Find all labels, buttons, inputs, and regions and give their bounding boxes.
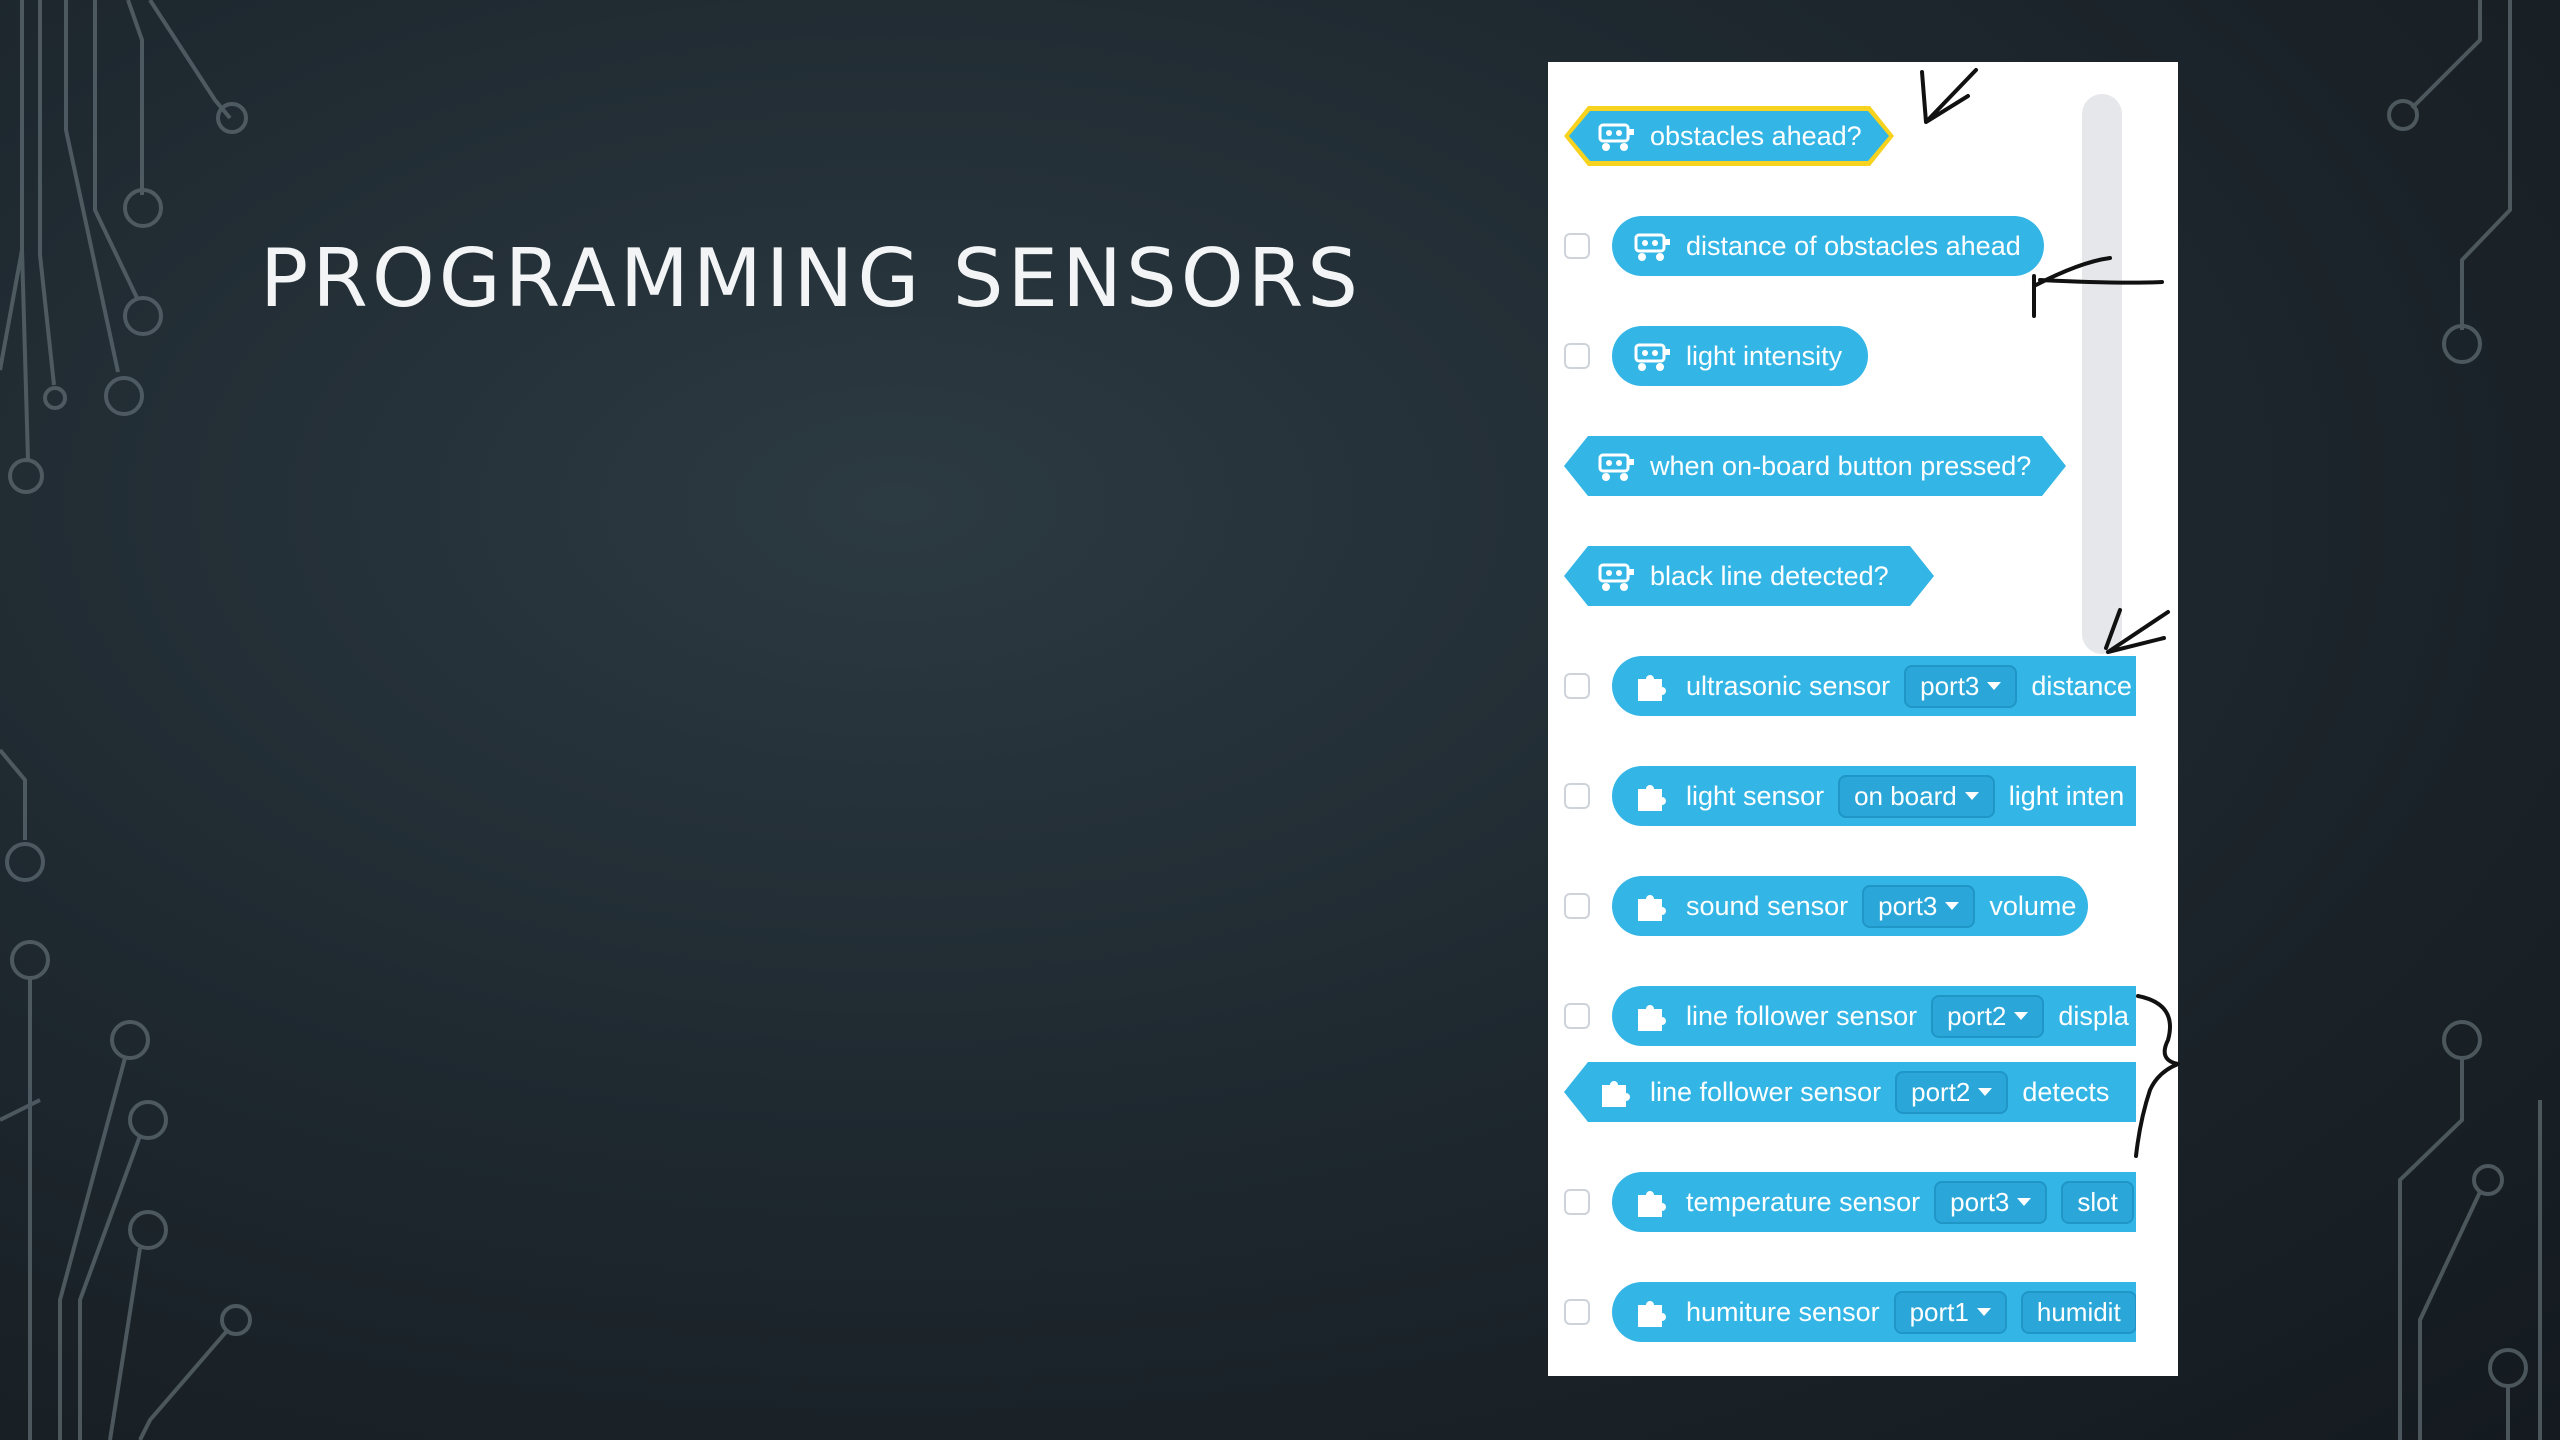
extension-icon xyxy=(1596,1075,1636,1109)
palette-scrollbar[interactable] xyxy=(2082,94,2122,654)
port-dropdown[interactable]: on board xyxy=(1838,774,1995,818)
extension-icon xyxy=(1638,1005,1666,1031)
block-checkbox[interactable] xyxy=(1564,1189,1590,1215)
block-row: when on-board button pressed? xyxy=(1548,432,2136,502)
block-checkbox[interactable] xyxy=(1564,893,1590,919)
chevron-down-icon xyxy=(1945,902,1960,910)
block-label: line follower sensor xyxy=(1686,1000,1918,1031)
robot-icon xyxy=(1634,343,1670,371)
chevron-down-icon xyxy=(1964,792,1979,800)
block-ultrasonic-sensor[interactable]: ultrasonic sensor port3 distance xyxy=(1612,656,2136,716)
measure-dropdown[interactable]: humidit xyxy=(2020,1290,2136,1334)
block-row: sound sensor port3 volume xyxy=(1548,872,2136,942)
chevron-down-icon xyxy=(1976,1308,1991,1316)
chevron-down-icon xyxy=(1987,682,2002,690)
block-label: sound sensor xyxy=(1686,890,1849,921)
block-suffix: light inten xyxy=(2008,780,2125,811)
block-distance-of-obstacles[interactable]: distance of obstacles ahead xyxy=(1612,216,2044,276)
slot-dropdown[interactable]: slot xyxy=(2061,1180,2134,1224)
extension-icon xyxy=(1638,1301,1666,1327)
block-label: ultrasonic sensor xyxy=(1686,670,1891,701)
block-obstacles-ahead[interactable]: obstacles ahead? xyxy=(1564,106,1894,166)
block-label: black line detected? xyxy=(1650,560,1889,591)
robot-icon xyxy=(1596,449,1636,483)
block-row: humiture sensor port1 humidit xyxy=(1548,1278,2136,1348)
block-temperature-sensor[interactable]: temperature sensor port3 slot xyxy=(1612,1172,2136,1232)
chevron-down-icon xyxy=(2014,1012,2029,1020)
block-checkbox[interactable] xyxy=(1564,783,1590,809)
block-palette: obstacles ahead? distance of obstacles a… xyxy=(1548,62,2178,1376)
block-suffix: volume xyxy=(1989,890,2077,921)
block-checkbox[interactable] xyxy=(1564,343,1590,369)
block-row: light intensity xyxy=(1548,322,2136,392)
block-row: line follower sensor port2 detects xyxy=(1548,1058,2136,1128)
block-label: line follower sensor xyxy=(1650,1076,1882,1107)
block-list: obstacles ahead? distance of obstacles a… xyxy=(1548,62,2136,1376)
slide-title: PROGRAMMING SENSORS xyxy=(260,232,1363,325)
chevron-down-icon xyxy=(2017,1198,2032,1206)
block-label: distance of obstacles ahead xyxy=(1686,230,2021,261)
block-light-sensor[interactable]: light sensor on board light inten xyxy=(1612,766,2136,826)
block-label: when on-board button pressed? xyxy=(1650,450,2032,481)
block-row: obstacles ahead? xyxy=(1548,102,2136,172)
block-sound-sensor[interactable]: sound sensor port3 volume xyxy=(1612,876,2088,936)
port-dropdown[interactable]: port3 xyxy=(1904,664,2018,708)
block-checkbox[interactable] xyxy=(1564,1299,1590,1325)
block-row: ultrasonic sensor port3 distance xyxy=(1548,652,2136,722)
block-checkbox[interactable] xyxy=(1564,673,1590,699)
block-label: light intensity xyxy=(1686,340,1843,371)
block-light-intensity[interactable]: light intensity xyxy=(1612,326,1868,386)
block-checkbox[interactable] xyxy=(1564,1003,1590,1029)
port-dropdown[interactable]: port2 xyxy=(1895,1071,2008,1114)
robot-icon xyxy=(1596,559,1636,593)
block-label: obstacles ahead? xyxy=(1650,120,1862,151)
port-dropdown[interactable]: port2 xyxy=(1931,994,2045,1038)
block-checkbox[interactable] xyxy=(1564,233,1590,259)
block-row: line follower sensor port2 displa xyxy=(1548,982,2136,1052)
block-on-board-button-pressed[interactable]: when on-board button pressed? xyxy=(1564,436,2066,496)
block-label: light sensor xyxy=(1686,780,1825,811)
port-dropdown[interactable]: port1 xyxy=(1893,1290,2007,1334)
block-label: temperature sensor xyxy=(1686,1186,1921,1217)
block-suffix: distance xyxy=(2031,670,2132,701)
block-row: light sensor on board light inten xyxy=(1548,762,2136,832)
robot-icon xyxy=(1596,119,1636,153)
block-suffix: displa xyxy=(2058,1000,2129,1031)
port-dropdown[interactable]: port3 xyxy=(1862,884,1976,928)
robot-icon xyxy=(1634,233,1670,261)
block-row: black line detected? xyxy=(1548,542,2136,612)
block-row: temperature sensor port3 slot xyxy=(1548,1168,2136,1238)
extension-icon xyxy=(1638,675,1666,701)
extension-icon xyxy=(1638,1191,1666,1217)
block-row: distance of obstacles ahead xyxy=(1548,212,2136,282)
block-humiture-sensor[interactable]: humiture sensor port1 humidit xyxy=(1612,1282,2136,1342)
block-label: humiture sensor xyxy=(1686,1296,1880,1327)
extension-icon xyxy=(1638,785,1666,811)
block-black-line-detected[interactable]: black line detected? xyxy=(1564,546,1934,606)
block-line-follower-display[interactable]: line follower sensor port2 displa xyxy=(1612,986,2136,1046)
block-suffix: detects xyxy=(2022,1076,2110,1107)
extension-icon xyxy=(1638,895,1666,921)
chevron-down-icon xyxy=(1978,1088,1992,1096)
block-line-follower-detects[interactable]: line follower sensor port2 detects xyxy=(1564,1062,2136,1122)
port-dropdown[interactable]: port3 xyxy=(1934,1180,2048,1224)
